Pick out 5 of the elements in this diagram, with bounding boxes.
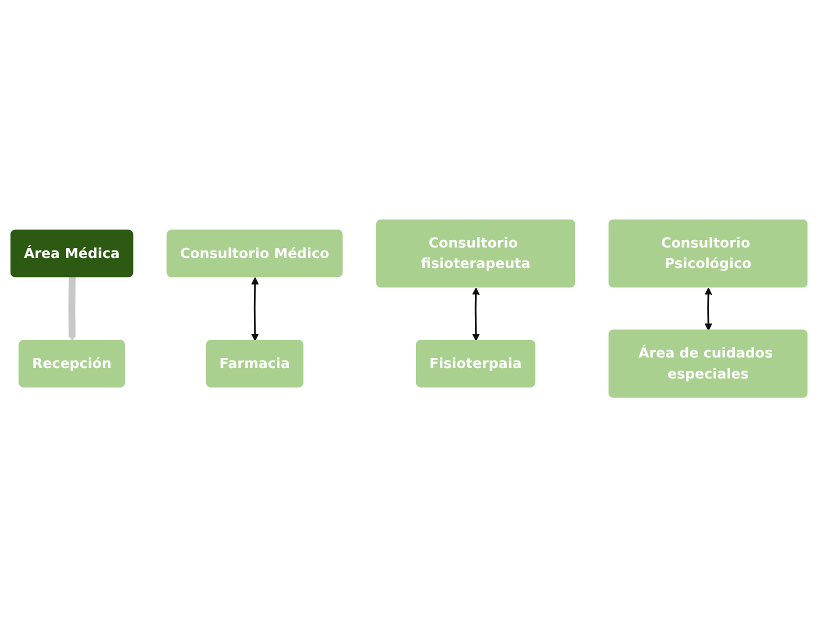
arrow — [68, 277, 76, 342]
arrow — [704, 287, 712, 331]
flowchart: Área Médica Recepción Consultorio Médico Farmacia Consultorio fisioterapeuta Fisioterpaia Consultorio Psicológico Área de cuidados especiales — [4, 212, 814, 404]
arrow — [251, 277, 259, 342]
arrow — [472, 287, 480, 342]
